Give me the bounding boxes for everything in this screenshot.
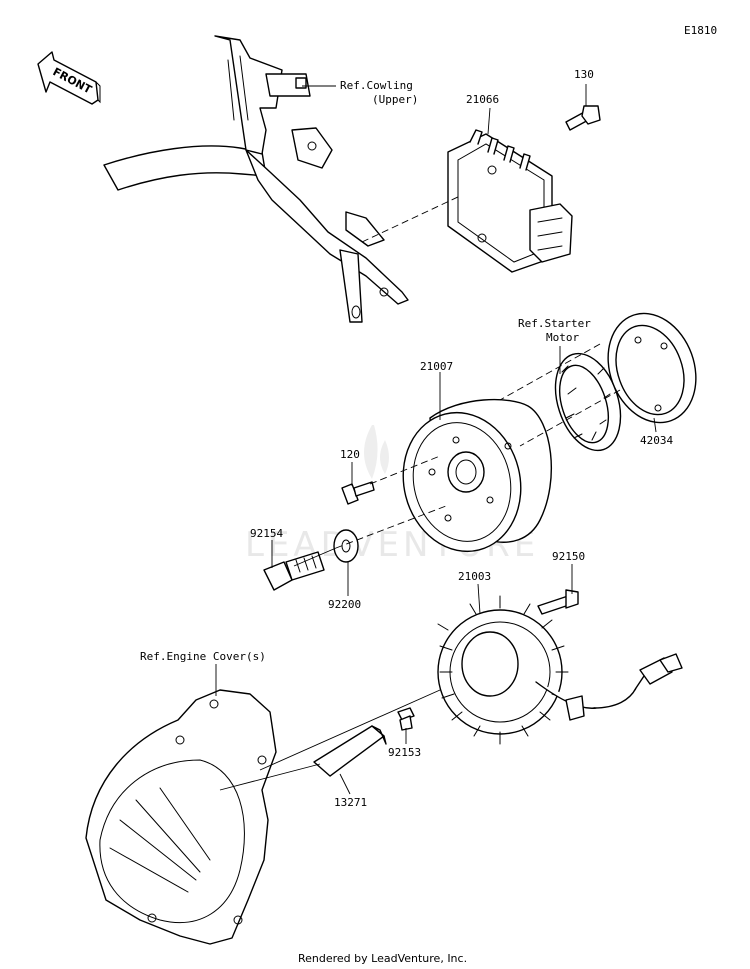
callout-ref-engine-cover: Ref.Engine Cover(s) bbox=[140, 650, 266, 663]
callout-42034: 42034 bbox=[640, 434, 673, 447]
callout-130: 130 bbox=[574, 68, 594, 81]
callout-92154: 92154 bbox=[250, 527, 283, 540]
starter-clutch bbox=[554, 352, 622, 452]
callout-ref-starter: Ref.Starter bbox=[518, 317, 591, 330]
grommet-part-13271 bbox=[313, 725, 387, 777]
rotor-part-21007 bbox=[402, 398, 552, 553]
stator-part-21003 bbox=[437, 595, 683, 745]
regulator-rectifier-part-21066 bbox=[447, 129, 573, 273]
frame-bracket bbox=[103, 35, 409, 323]
callout-21066: 21066 bbox=[466, 93, 499, 106]
bolt-part-92153 bbox=[397, 707, 415, 731]
bearing-ring-part-42034 bbox=[607, 312, 697, 424]
engine-cover bbox=[85, 689, 277, 945]
bolt-part-92154 bbox=[263, 551, 325, 591]
front-arrow-icon: FRONT bbox=[37, 51, 101, 105]
bolt-part-130 bbox=[565, 105, 601, 131]
diagram-code: E1810 bbox=[684, 24, 717, 37]
callout-92153: 92153 bbox=[388, 746, 421, 759]
callout-21007: 21007 bbox=[420, 360, 453, 373]
callout-ref-cowling-upper: (Upper) bbox=[372, 93, 418, 106]
bolt-part-92150 bbox=[537, 589, 579, 615]
callout-92150: 92150 bbox=[552, 550, 585, 563]
bolt-part-120 bbox=[341, 481, 375, 505]
washer-part-92200 bbox=[333, 529, 359, 563]
callout-120: 120 bbox=[340, 448, 360, 461]
callout-ref-starter-motor: Motor bbox=[546, 331, 579, 344]
callout-13271: 13271 bbox=[334, 796, 367, 809]
callout-ref-cowling: Ref.Cowling bbox=[340, 79, 413, 92]
footer-credit: Rendered by LeadVenture, Inc. bbox=[298, 952, 467, 965]
callout-21003: 21003 bbox=[458, 570, 491, 583]
callout-92200: 92200 bbox=[328, 598, 361, 611]
